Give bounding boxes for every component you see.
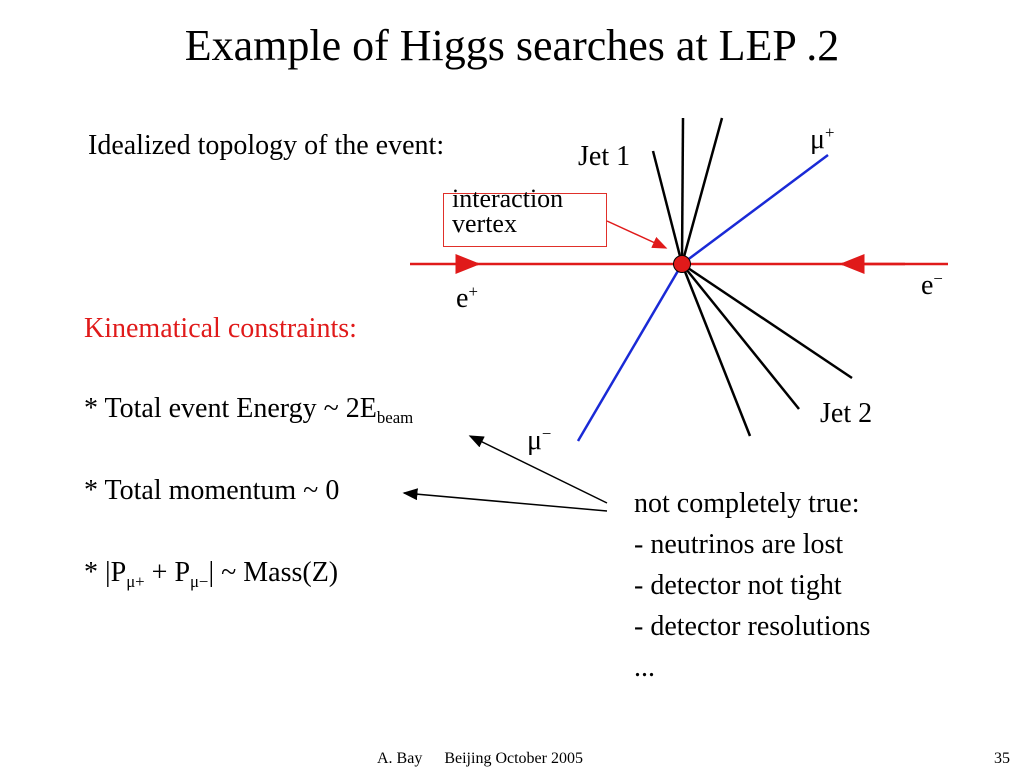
constraint-mass-prefix: * |P bbox=[84, 557, 127, 588]
note-arrow-to-momentum bbox=[402, 488, 608, 512]
muplus-track bbox=[681, 153, 829, 266]
muplus-sup: + bbox=[825, 122, 835, 142]
jet2-track-2 bbox=[681, 263, 800, 410]
jet2-track-3 bbox=[681, 262, 853, 380]
jet1-label: Jet 1 bbox=[578, 141, 631, 172]
jet1-track-3 bbox=[680, 117, 724, 265]
slide-footer: A. Bay Beijing October 2005 bbox=[377, 750, 605, 768]
footer-author: A. Bay bbox=[377, 750, 423, 767]
jet1-track-1 bbox=[651, 150, 684, 265]
vertex-label: interaction vertex bbox=[452, 184, 564, 238]
muminus-label: μ− bbox=[527, 425, 551, 457]
muminus-base: μ bbox=[527, 425, 543, 456]
footer-event: Beijing October 2005 bbox=[444, 750, 583, 767]
constraints-heading: Kinematical constraints: bbox=[84, 313, 357, 344]
constraint-momentum: * Total momentum ~ 0 bbox=[84, 475, 340, 506]
note-line: - detector resolutions bbox=[634, 611, 871, 642]
constraint-mass: * |Pμ+ + Pμ−| ~ Mass(Z) bbox=[84, 557, 339, 591]
constraint-mass-mid: + P bbox=[144, 557, 191, 588]
muplus-label: μ+ bbox=[810, 124, 834, 156]
constraint-mass-sub2: μ− bbox=[190, 571, 209, 591]
constraint-energy-sub: beam bbox=[376, 407, 414, 427]
note-line: - detector not tight bbox=[634, 570, 842, 601]
constraint-mass-sub1: μ+ bbox=[126, 571, 145, 591]
jet2-label: Jet 2 bbox=[820, 398, 873, 429]
eplus-sup: + bbox=[468, 281, 478, 301]
eplus-label: e+ bbox=[456, 283, 478, 315]
constraint-mass-suffix: | ~ Mass(Z) bbox=[208, 557, 339, 588]
interaction-vertex bbox=[673, 255, 691, 273]
eminus-label: e− bbox=[921, 270, 943, 302]
constraint-energy-text: * Total event Energy ~ 2E bbox=[84, 393, 377, 424]
muminus-sup: − bbox=[542, 423, 552, 443]
note-arrow-to-energy bbox=[468, 435, 608, 504]
note-line: - neutrinos are lost bbox=[634, 529, 844, 560]
jet2-track-1 bbox=[680, 263, 752, 437]
topology-intro: Idealized topology of the event: bbox=[88, 130, 445, 161]
muplus-base: μ bbox=[810, 124, 826, 155]
eplus-base: e bbox=[456, 283, 469, 314]
note-line: not completely true: bbox=[634, 488, 860, 519]
eminus-sup: − bbox=[933, 268, 943, 288]
jet1-track-2 bbox=[680, 117, 685, 265]
eminus-base: e bbox=[921, 270, 934, 301]
constraint-energy: * Total event Energy ~ 2Ebeam bbox=[84, 393, 414, 427]
muminus-track bbox=[576, 263, 684, 442]
vertex-label-box bbox=[443, 193, 607, 247]
note-line: ... bbox=[634, 652, 655, 683]
slide-title: Example of Higgs searches at LEP .2 bbox=[184, 21, 840, 70]
vertex-pointer-arrow bbox=[606, 220, 668, 249]
page-number: 35 bbox=[994, 750, 1010, 767]
caveat-note: not completely true: - neutrinos are los… bbox=[634, 483, 870, 688]
